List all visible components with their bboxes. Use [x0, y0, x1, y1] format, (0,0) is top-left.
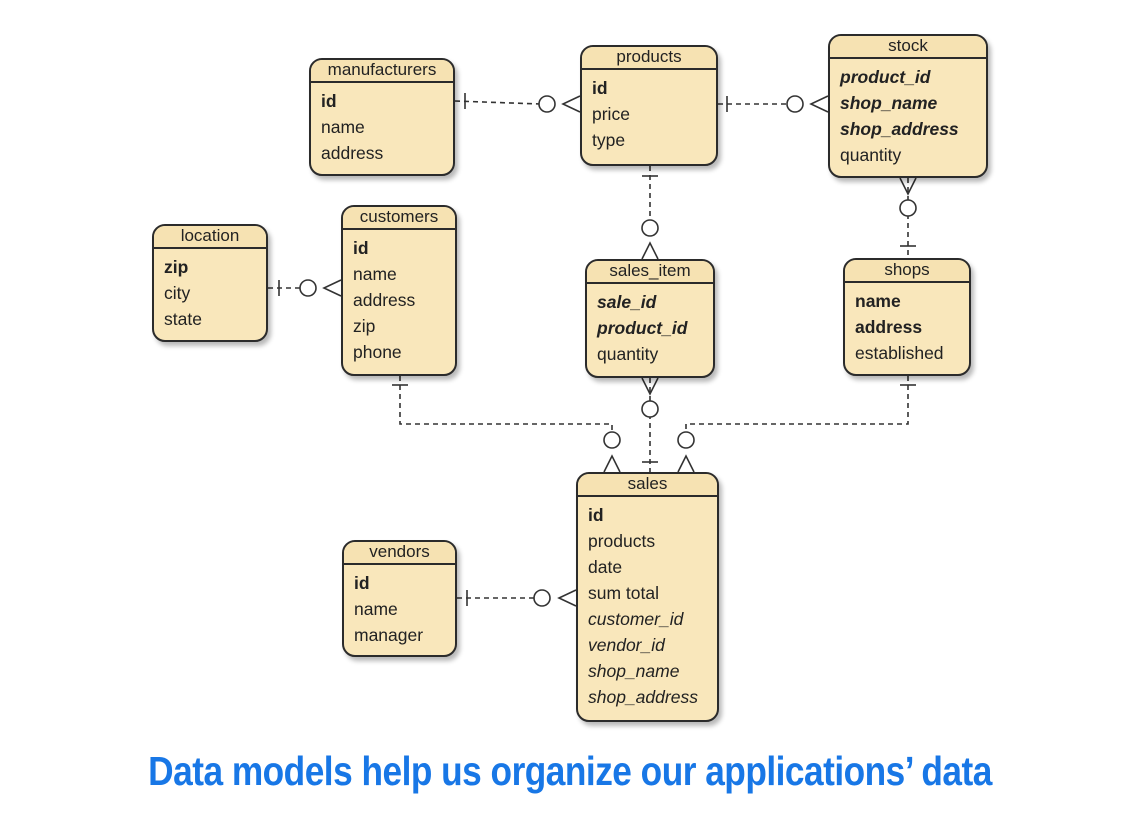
link-sales-item-sales — [641, 377, 659, 472]
field-name: name — [321, 117, 365, 137]
field-id: id — [321, 91, 337, 111]
link-customers-sales — [392, 376, 621, 473]
link-products-stock — [718, 95, 829, 113]
field-address: address — [353, 290, 416, 310]
field-date: date — [588, 557, 623, 577]
field-established: established — [855, 343, 944, 363]
entity-title: stock — [830, 36, 986, 59]
entity-vendors: vendors id name manager — [342, 540, 457, 657]
field-list: id price type — [582, 70, 716, 153]
link-stock-shops — [899, 177, 917, 258]
field-product-id: product_id — [597, 318, 688, 338]
entity-location: location zip city state — [152, 224, 268, 342]
entity-title: sales — [578, 474, 717, 497]
entity-title: location — [154, 226, 266, 249]
field-phone: phone — [353, 342, 402, 362]
field-state: state — [164, 309, 202, 329]
field-list: product_id shop_name shop_address quantity — [830, 59, 986, 168]
entity-title: vendors — [344, 542, 455, 565]
field-id: id — [354, 573, 370, 593]
field-zip: zip — [353, 316, 376, 336]
entity-title: products — [582, 47, 716, 70]
field-customer-id: customer_id — [588, 609, 684, 629]
entity-sales: sales id products date sum total customer_id… — [576, 472, 719, 722]
field-name: name — [353, 264, 397, 284]
field-manager: manager — [354, 625, 424, 645]
field-id: id — [353, 238, 369, 258]
link-location-customers — [268, 279, 342, 297]
entity-products: products id price type — [580, 45, 718, 166]
field-product-id: product_id — [840, 67, 931, 87]
entity-title: shops — [845, 260, 969, 283]
field-sum-total: sum total — [588, 583, 659, 603]
field-list: zip city state — [154, 249, 266, 332]
field-name: name — [354, 599, 398, 619]
field-name: name — [855, 291, 901, 311]
field-list: id name manager — [344, 565, 455, 648]
field-address: address — [321, 143, 384, 163]
link-vendors-sales — [457, 589, 577, 607]
field-sale-id: sale_id — [597, 292, 657, 312]
field-quantity: quantity — [840, 145, 902, 165]
field-id: id — [592, 78, 608, 98]
field-list: id name address zip phone — [343, 230, 455, 365]
entity-title: sales_item — [587, 261, 713, 284]
field-type: type — [592, 130, 626, 150]
entity-title: manufacturers — [311, 60, 453, 83]
caption: Data models help us organize our applica… — [148, 748, 992, 794]
entity-sales-item: sales_item sale_id product_id quantity — [585, 259, 715, 378]
field-vendor-id: vendor_id — [588, 635, 665, 655]
field-shop-name: shop_name — [840, 93, 938, 113]
field-list: name address established — [845, 283, 969, 366]
field-price: price — [592, 104, 630, 124]
entity-shops: shops name address established — [843, 258, 971, 376]
field-address: address — [855, 317, 923, 337]
entity-customers: customers id name address zip phone — [341, 205, 457, 376]
link-manufacturers-products — [454, 93, 581, 113]
field-quantity: quantity — [597, 344, 659, 364]
field-shop-name: shop_name — [588, 661, 680, 681]
field-id: id — [588, 505, 604, 525]
field-city: city — [164, 283, 191, 303]
link-shops-sales — [677, 376, 916, 473]
entity-title: customers — [343, 207, 455, 230]
field-shop-address: shop_address — [588, 687, 698, 707]
field-list: id name address — [311, 83, 453, 166]
field-zip: zip — [164, 257, 189, 277]
field-products: products — [588, 531, 656, 551]
entity-manufacturers: manufacturers id name address — [309, 58, 455, 176]
field-list: sale_id product_id quantity — [587, 284, 713, 367]
link-products-sales-item — [641, 166, 659, 260]
relationship-lines — [268, 93, 917, 607]
field-shop-address: shop_address — [840, 119, 959, 139]
